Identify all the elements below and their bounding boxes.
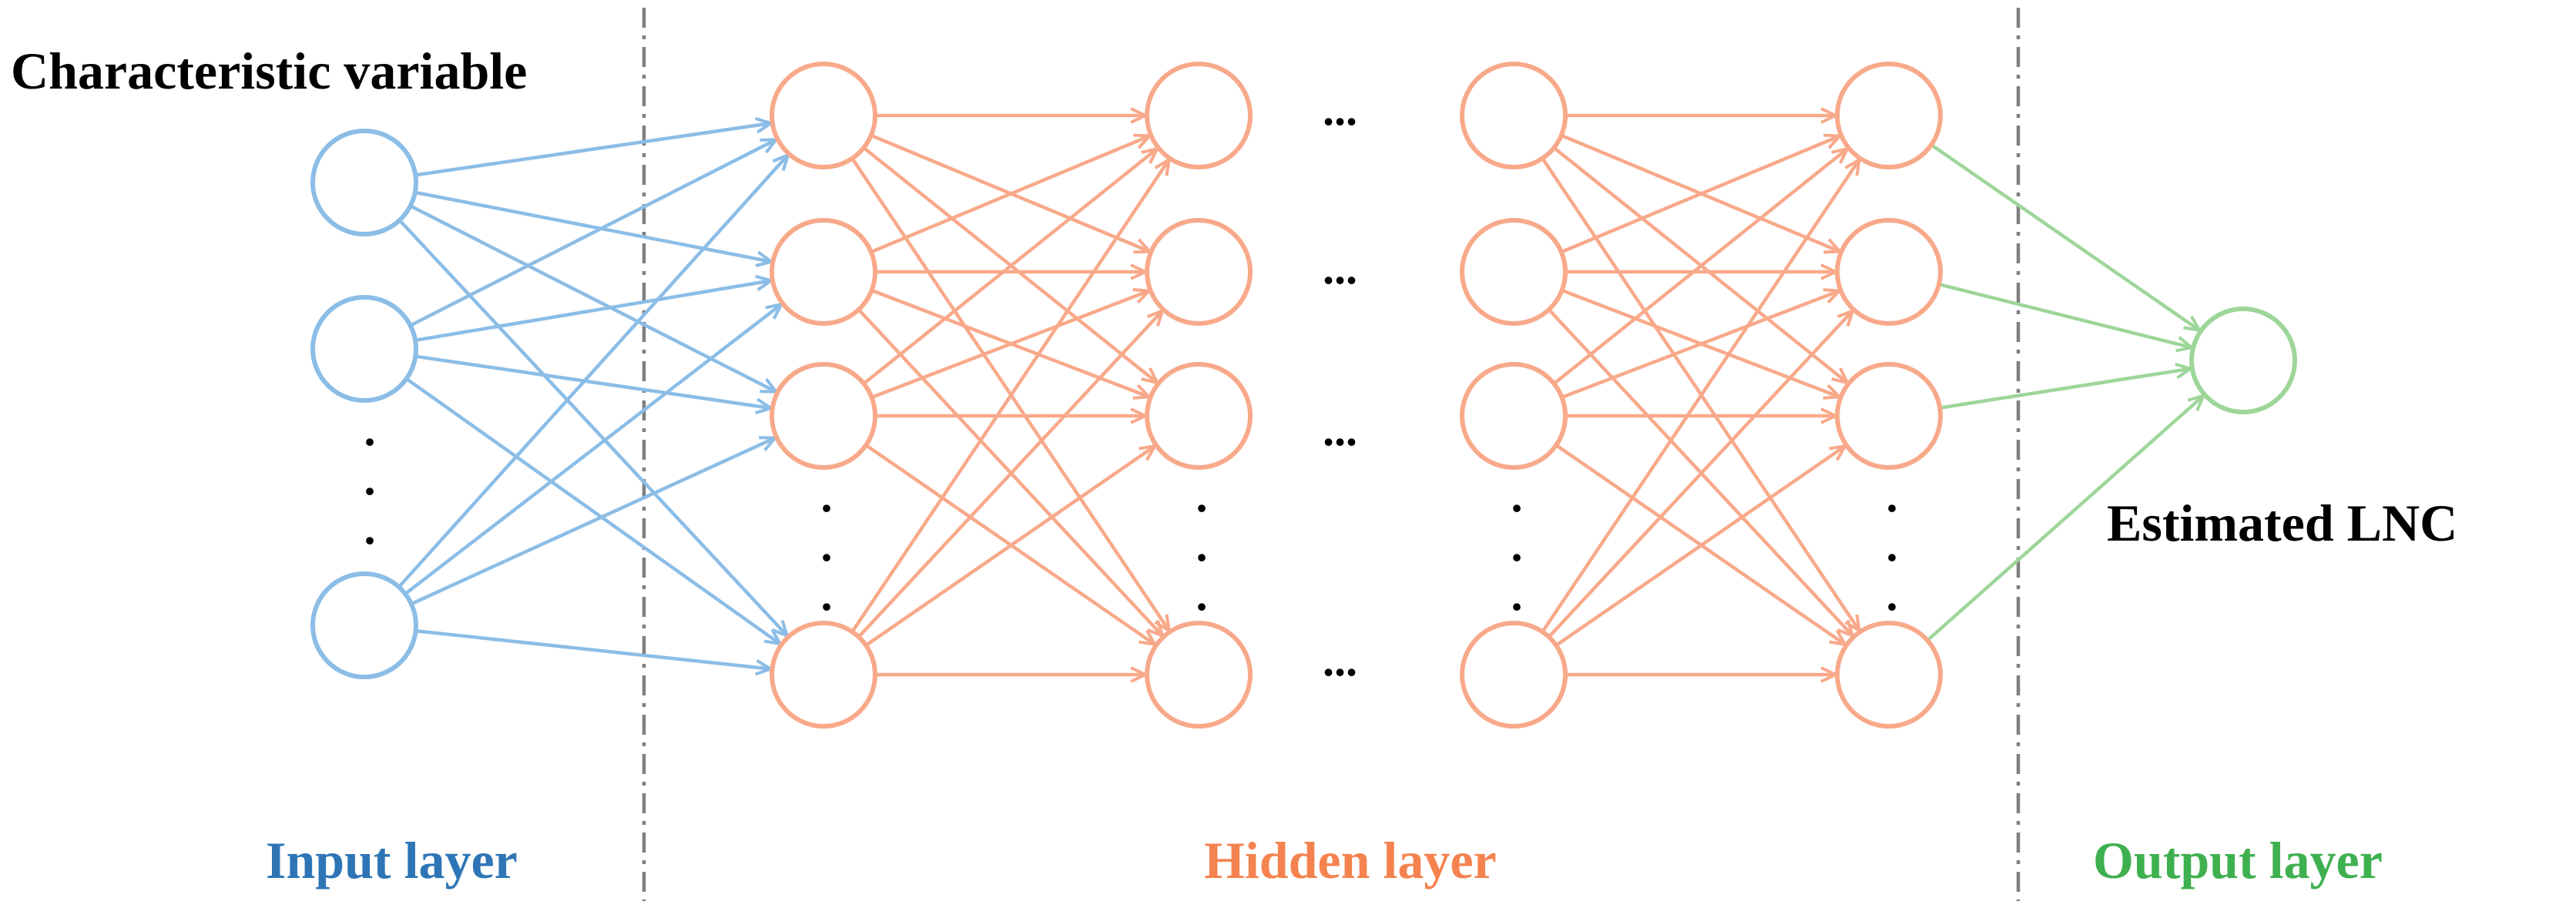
edge-input-3-hidden-3	[411, 438, 775, 606]
edge-input-2-hidden-3	[414, 354, 770, 408]
edge-input-2-hidden-2	[414, 280, 771, 343]
characteristic-variable-label: Characteristic variable	[11, 42, 528, 100]
estimated-output-label: Estimated LNC	[2107, 494, 2458, 552]
hidden-node-c3-r1	[1460, 62, 1568, 169]
input-node-2	[310, 295, 418, 403]
hidden-node-c2-r1	[1145, 62, 1253, 169]
hidden-node-c4-r1	[1835, 62, 1943, 169]
hidden-node-c3-r2	[1460, 218, 1568, 326]
edge-input-3-hidden-2	[404, 304, 781, 595]
hidden-ellipsis-row-4: ...	[1323, 635, 1357, 685]
edge-h1-4-h2-3	[864, 446, 1155, 647]
edge-input-1-hidden-3	[409, 204, 776, 391]
hidden-node-c3-r4	[1460, 621, 1568, 729]
hidden-ellipsis-row-2: ...	[1323, 243, 1357, 293]
hidden-node-c1-r1	[770, 62, 877, 169]
edge-h1-4-h2-1	[850, 159, 1169, 633]
edge-h4-1-output	[1930, 143, 2199, 330]
hidden-node-c4-r2	[1835, 218, 1943, 326]
hidden-ellipsis-row-3: ...	[1323, 404, 1357, 455]
edge-h1-2-h2-1	[870, 136, 1150, 254]
edge-input-2-hidden-1	[409, 139, 776, 327]
edge-input-1-hidden-1	[414, 123, 770, 177]
output-layer-label: Output layer	[2093, 831, 2383, 890]
input-node-3	[310, 571, 418, 679]
hidden-column-4-vertical-ellipsis: . . .	[1886, 471, 1898, 620]
hidden-node-c3-r3	[1460, 362, 1568, 470]
layer-separators	[642, 8, 2021, 901]
edge-h4-4-output	[1926, 396, 2203, 642]
hidden-column-2-vertical-ellipsis: . . .	[1196, 471, 1208, 620]
connections	[397, 116, 2204, 675]
hidden-layer-label: Hidden layer	[1204, 831, 1497, 890]
edge-input-1-hidden-4	[398, 219, 787, 636]
edge-input-2-hidden-4	[405, 377, 780, 644]
edge-h1-4-h2-2	[857, 311, 1162, 638]
edge-input-3-hidden-1	[397, 155, 788, 588]
edge-h3-3-h4-2	[1561, 291, 1840, 400]
input-layer-label: Input layer	[266, 831, 518, 890]
hidden-node-c2-r4	[1145, 621, 1253, 729]
edge-h1-3-h2-2	[870, 291, 1149, 400]
edge-input-3-hidden-4	[415, 628, 771, 668]
edge-h1-3-h2-1	[862, 149, 1157, 385]
hidden-node-c2-r2	[1145, 218, 1253, 326]
hidden-ellipsis-row-1: ...	[1323, 84, 1357, 135]
hidden-column-1-vertical-ellipsis: . . .	[820, 471, 833, 620]
edge-h3-4-h4-1	[1541, 159, 1859, 633]
edge-h3-3-h4-1	[1552, 149, 1847, 385]
hidden-node-c1-r4	[770, 621, 877, 729]
hidden-column-3-vertical-ellipsis: . . .	[1511, 471, 1523, 620]
input-node-1	[310, 129, 418, 236]
edge-h4-3-output	[1939, 369, 2191, 410]
edge-h4-2-output	[1938, 283, 2192, 347]
edge-input-1-hidden-2	[414, 190, 772, 262]
hidden-node-c1-r3	[770, 362, 877, 470]
edge-h3-4-h4-2	[1548, 311, 1853, 638]
edge-h3-4-h4-3	[1555, 446, 1845, 647]
neurons	[310, 62, 2297, 729]
edge-h3-2-h4-1	[1560, 136, 1840, 254]
input-column-vertical-ellipsis: . . .	[364, 404, 376, 554]
output-node	[2189, 307, 2297, 414]
hidden-node-c4-r3	[1835, 362, 1943, 470]
hidden-node-c1-r2	[770, 218, 877, 326]
hidden-node-c4-r4	[1835, 621, 1943, 729]
hidden-node-c2-r3	[1145, 362, 1253, 470]
